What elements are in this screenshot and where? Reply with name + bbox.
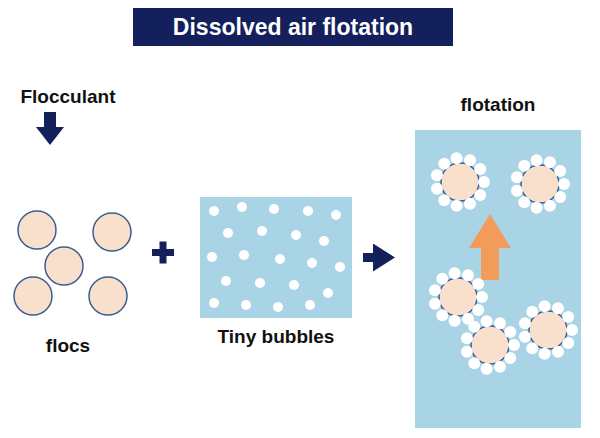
box-caption: Tiny bubbles [218, 326, 335, 348]
bubble [305, 300, 315, 310]
down-arrow [36, 112, 64, 145]
flotation-illustration [415, 130, 581, 428]
bubble [257, 226, 267, 236]
bubbles-illustration [200, 197, 352, 318]
bubble [221, 276, 231, 286]
bubble [255, 278, 265, 288]
bubble [239, 250, 249, 260]
flotation-tank: flotation [415, 130, 581, 428]
floc-particles [14, 211, 131, 315]
reagent-label: Flocculant [20, 86, 115, 108]
bubble [303, 206, 313, 216]
floc-with-bubbles [511, 154, 570, 214]
bubble [237, 202, 247, 212]
bubble [273, 302, 283, 312]
bubble [209, 298, 219, 308]
bubble [275, 254, 285, 264]
floc-with-bubbles [461, 315, 520, 375]
bubble [289, 280, 299, 290]
bubble [323, 288, 333, 298]
bubble [319, 236, 329, 246]
bubble [209, 206, 219, 216]
box-heading: flotation [461, 94, 536, 116]
upward-arrow [469, 214, 511, 280]
bubbles-box: Tiny bubbles [200, 197, 352, 318]
title-banner: Dissolved air flotation [133, 8, 453, 46]
floc-with-bubbles [431, 152, 490, 212]
floc-label: flocs [46, 335, 90, 357]
floc-with-bubbles [429, 267, 488, 327]
bubble [269, 204, 279, 214]
title-text: Dissolved air flotation [173, 14, 413, 41]
plus-sign [152, 242, 174, 264]
process-arrow [363, 253, 377, 262]
bubble [207, 252, 217, 262]
floc-with-bubbles [519, 300, 578, 360]
bubble [307, 258, 317, 268]
bubble [291, 230, 301, 240]
bubble [331, 210, 341, 220]
bubble [241, 300, 251, 310]
bubble [223, 228, 233, 238]
bubble [335, 262, 345, 272]
